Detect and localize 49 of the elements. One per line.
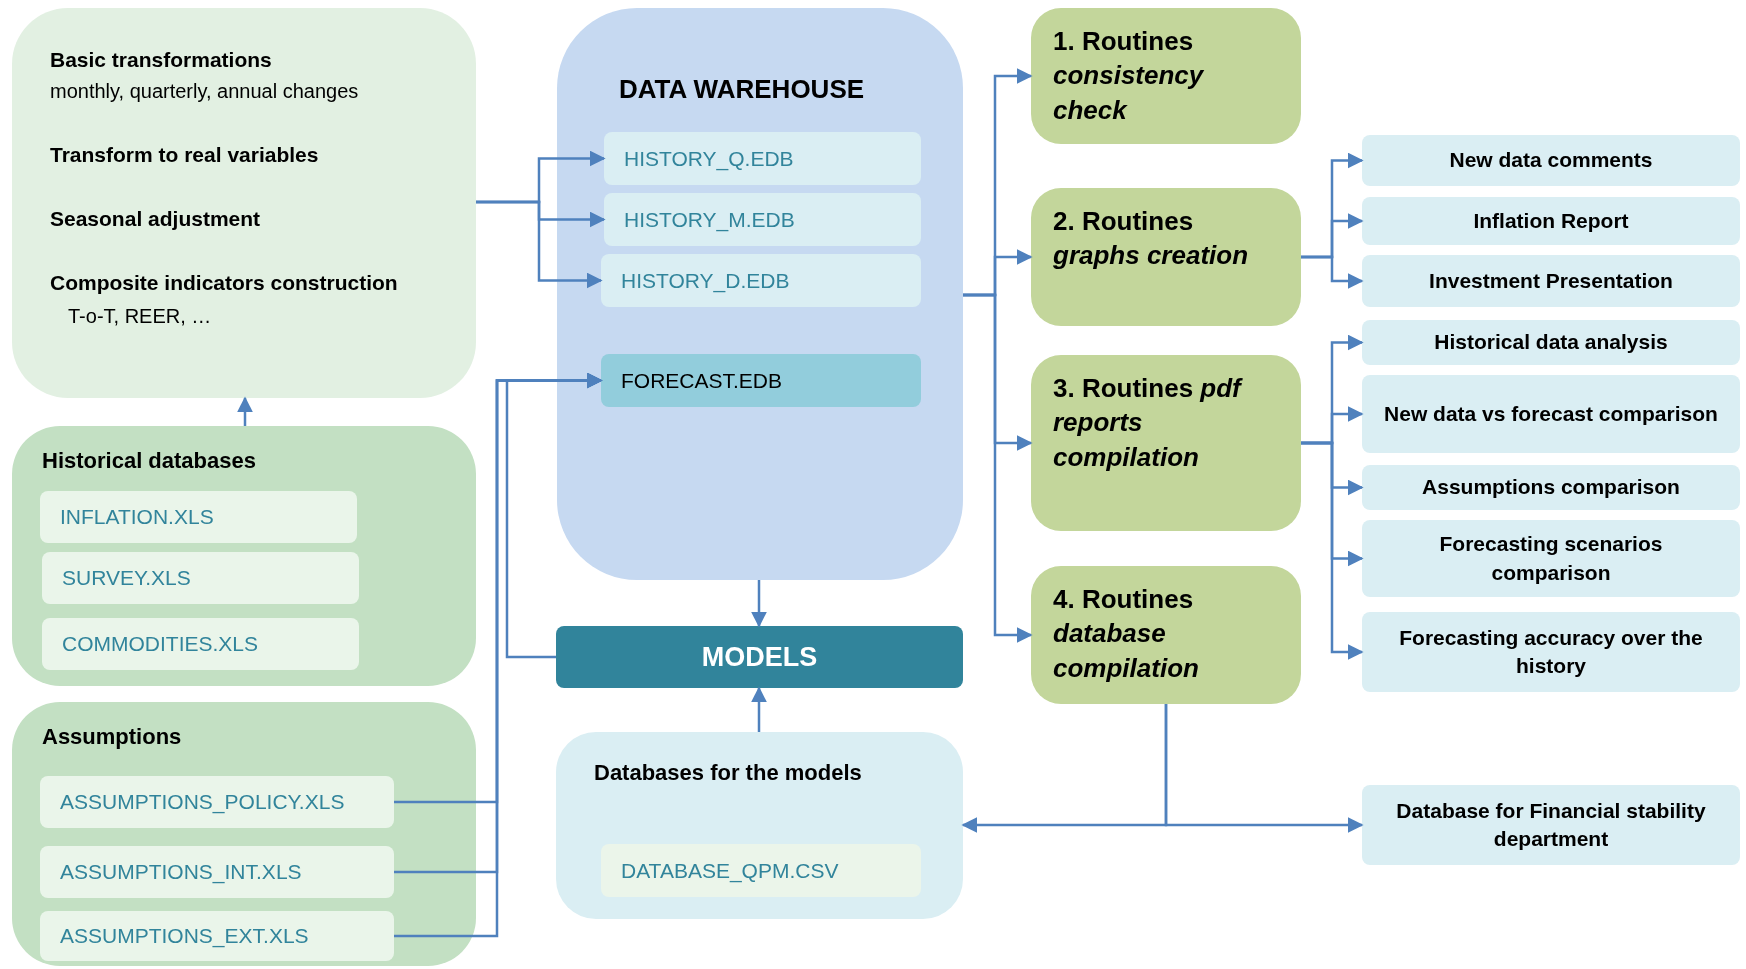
file-box: INFLATION.XLS [40, 491, 357, 543]
heading-text: Seasonal adjustment [50, 207, 261, 231]
output-box: New data vs forecast comparison [1362, 375, 1740, 453]
heading-text: Assumptions [42, 724, 182, 750]
heading-text: Databases for the models [594, 760, 862, 786]
warehouse-panel [557, 8, 963, 580]
output-box: Forecasting scenarios comparison [1362, 520, 1740, 597]
arrow [505, 372, 603, 659]
routine-box: 1. Routines consistency check [1031, 8, 1301, 144]
arrow [237, 396, 253, 426]
arrow [751, 580, 767, 628]
database-box: FORECAST.EDB [601, 354, 921, 407]
output-box: Historical data analysis [1362, 320, 1740, 365]
arrow [1301, 441, 1364, 660]
file-box: SURVEY.XLS [42, 552, 359, 604]
description-text: T-o-T, REER, … [68, 305, 212, 328]
heading-text: Composite indicators construction [50, 271, 398, 295]
routine-box: 2. Routines graphs creation [1031, 188, 1301, 326]
arrow [476, 200, 603, 289]
file-box: ASSUMPTIONS_INT.XLS [40, 846, 394, 898]
arrow [1164, 704, 1364, 833]
models-box: MODELS [556, 626, 963, 688]
file-box: ASSUMPTIONS_EXT.XLS [40, 911, 394, 961]
arrow [1301, 255, 1364, 289]
file-box: DATABASE_QPM.CSV [601, 844, 921, 897]
output-box: Database for Financial stability department [1362, 785, 1740, 865]
routine-box: 4. Routines database compilation [1031, 566, 1301, 704]
database-group-panel [556, 732, 963, 919]
group-panel [12, 426, 476, 686]
database-box: HISTORY_D.EDB [601, 254, 921, 307]
output-box: Investment Presentation [1362, 255, 1740, 307]
group-panel [12, 8, 476, 398]
description-text: monthly, quarterly, annual changes [50, 80, 359, 103]
output-box: Forecasting accuracy over the history [1362, 612, 1740, 692]
heading-text: Historical databases [42, 448, 256, 474]
file-box: ASSUMPTIONS_POLICY.XLS [40, 776, 394, 828]
arrow [963, 293, 1033, 643]
routine-box: 3. Routines pdf reports compilation [1031, 355, 1301, 531]
group-panel [12, 702, 476, 966]
file-box: COMMODITIES.XLS [42, 618, 359, 670]
output-box: New data comments [1362, 135, 1740, 186]
database-box: HISTORY_Q.EDB [604, 132, 921, 185]
heading-text: DATA WAREHOUSE [619, 74, 865, 105]
output-box: Assumptions comparison [1362, 465, 1740, 510]
heading-text: Basic transformations [50, 48, 272, 72]
database-box: HISTORY_M.EDB [604, 193, 921, 246]
arrow [751, 686, 767, 732]
heading-text: Transform to real variables [50, 143, 319, 167]
output-box: Inflation Report [1362, 197, 1740, 245]
